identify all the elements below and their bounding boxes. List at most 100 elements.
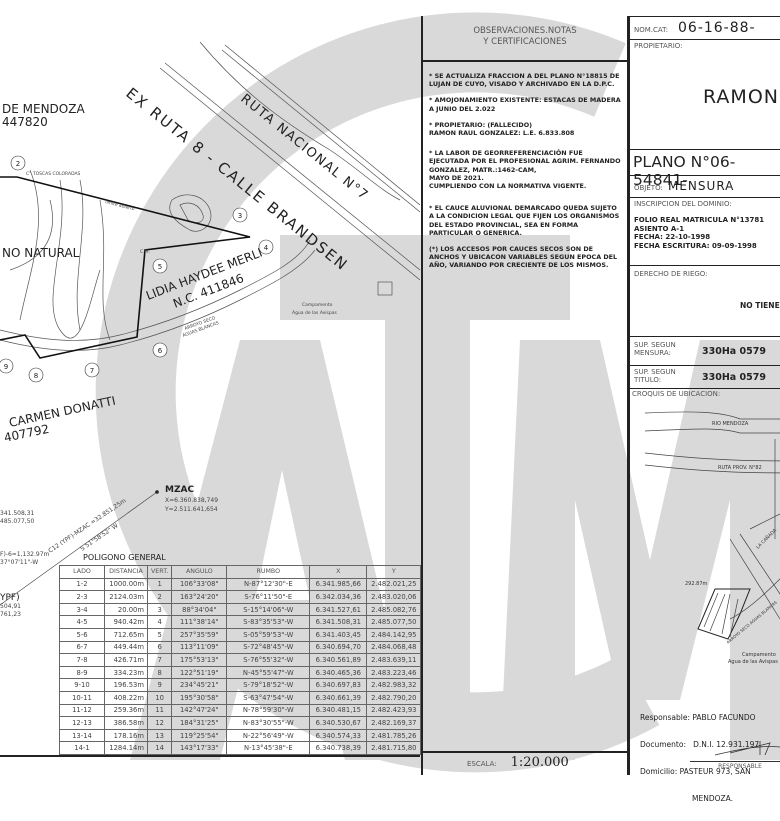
- table-cell-rumbo: N-83°30'55"-W: [226, 716, 311, 730]
- table-cell-angulo: 142°47'24": [171, 703, 228, 718]
- table-cell-rumbo: S-15°14'06"-W: [226, 602, 311, 617]
- table-cell-distancia: 196.53m: [104, 678, 148, 692]
- coord-y-4: 485.077,50: [0, 518, 35, 525]
- sup-mensura-value: 330Ha 0579: [702, 346, 766, 357]
- table-cell-distancia: 178.16m: [104, 728, 148, 743]
- table-cell-rumbo: S-76°11'50"-E: [226, 590, 311, 604]
- table-cell-vert: 11: [146, 703, 173, 718]
- sup-mensura-row: SUP. SEGUN MENSURA: 330Ha 0579: [630, 337, 780, 366]
- croquis-section: CROQUIS DE UBICACION: RIO MENDOZA RUTA P…: [630, 389, 780, 803]
- toscas-label: C° TOSCAS COLORADAS: [26, 171, 81, 177]
- road-label-ex-ruta: EX RUTA 8 - CALLE BRANDSEN: [122, 84, 351, 275]
- table-cell-vert: 14: [146, 741, 173, 755]
- observaciones-title: OBSERVACIONES.NOTAS: [473, 26, 577, 36]
- table-cell-rumbo: S-76°55'32"-W: [226, 653, 311, 667]
- table-cell-lado: 13-14: [59, 728, 105, 743]
- neighbor-north-label: DE MENDOZA: [2, 102, 85, 116]
- ypf-label: YPF): [0, 593, 20, 603]
- coord-x-4: 341.508,31: [0, 510, 35, 517]
- table-cell-x: 6.342.034,36: [309, 590, 368, 604]
- objeto-row: OBJETO: MENSURA: [630, 176, 780, 198]
- table-cell-x: 6.340.530,67: [309, 716, 368, 730]
- sup-titulo-row: SUP. SEGUN TITULO: 330Ha 0579: [630, 366, 780, 389]
- table-cell-distancia: 259.36m: [104, 703, 148, 718]
- col-angulo: ANGULO: [171, 565, 228, 579]
- observaciones-header: OBSERVACIONES.NOTAS Y CERTIFICACIONES: [423, 16, 627, 62]
- table-cell-distancia: 940.42m: [104, 615, 148, 629]
- cm-label: C.M.: [140, 249, 150, 255]
- nomcat-row: NOM.CAT: 06-16-88-: [630, 16, 780, 40]
- nomcat-label: NOM.CAT:: [634, 26, 669, 34]
- vertex-3: 3: [238, 212, 242, 220]
- observaciones-panel: OBSERVACIONES.NOTAS Y CERTIFICACIONES * …: [421, 16, 629, 775]
- table-cell-lado: 10-11: [59, 690, 105, 705]
- inscripcion-line: ASIENTO A-1: [634, 224, 685, 233]
- table-cell-x: 6.340.561,89: [309, 653, 368, 667]
- table-cell-vert: 1: [146, 577, 173, 592]
- table-cell-y: 2.482.169,37: [366, 716, 422, 730]
- table-cell-y: 2.482.021,25: [366, 577, 422, 592]
- table-cell-angulo: 143°17'33": [171, 741, 228, 755]
- ypf-x: 504,91: [0, 603, 21, 610]
- croquis-distance: 292.87m: [685, 581, 707, 587]
- vertex-8: 8: [34, 372, 38, 380]
- observaciones-notes: * SE ACTUALIZA FRACCION A DEL PLANO N°18…: [423, 62, 627, 270]
- col-x: X: [309, 565, 368, 579]
- vertex-9: 9: [4, 363, 8, 371]
- table-cell-x: 6.341.508,31: [309, 615, 368, 629]
- table-cell-x: 6.340.738,39: [309, 741, 368, 755]
- propietario-value: RAMON: [703, 86, 779, 108]
- table-cell-vert: 5: [146, 627, 173, 642]
- responsable-domicilio: Domicilio: PASTEUR 973, SAN: [640, 767, 751, 776]
- table-cell-lado: 5-6: [59, 627, 105, 642]
- table-cell-vert: 12: [146, 716, 173, 730]
- table-cell-x: 6.340.661,39: [309, 690, 368, 705]
- table-cell-lado: 11-12: [59, 703, 105, 718]
- responsable-domicilio-2: MENDOZA.: [692, 794, 734, 803]
- mzac-x: X=6.360.838,749: [165, 497, 218, 504]
- campamento-label: Campamento: [302, 302, 333, 308]
- table-cell-y: 2.484.142,95: [366, 627, 422, 642]
- table-cell-y: 2.482.983,32: [366, 678, 422, 692]
- vertex-5: 5: [158, 263, 162, 271]
- table-cell-vert: 9: [146, 678, 173, 692]
- col-distancia: DISTANCIA: [104, 565, 148, 579]
- table-cell-y: 2.481.785,26: [366, 728, 422, 743]
- table-cell-lado: 4-5: [59, 615, 105, 629]
- survey-map: EX RUTA 8 - CALLE BRANDSEN RUTA NACIONAL…: [0, 41, 420, 757]
- note: (*) LOS ACCESOS POR CAUCES SECOS SON DE …: [429, 245, 618, 270]
- riego-label: DERECHO DE RIEGO:: [634, 270, 708, 278]
- inscripcion-line: FECHA ESCRITURA: 09-09-1998: [634, 241, 757, 250]
- table-cell-rumbo: N-78°59'30"-W: [226, 703, 311, 718]
- table-cell-y: 2.485.077,50: [366, 615, 422, 629]
- table-cell-angulo: 184°31'25": [171, 716, 228, 730]
- table-cell-rumbo: S-79°18'52"-W: [226, 678, 311, 692]
- table-cell-rumbo: N-45°55'47"-W: [226, 665, 311, 680]
- table-cell-distancia: 1284.14m: [104, 741, 148, 755]
- table-cell-distancia: 2124.03m: [104, 590, 148, 604]
- table-cell-y: 2.484.068,48: [366, 640, 422, 655]
- plano-number: PLANO N°06-54841-: [633, 153, 736, 189]
- tie-line-1-bearing: 37°07'11"-W: [0, 559, 38, 566]
- table-cell-rumbo: N-22°56'49"-W: [226, 728, 311, 743]
- table-cell-lado: 8-9: [59, 665, 105, 680]
- table-cell-angulo: 195°30'58": [171, 690, 228, 705]
- table-cell-angulo: 119°25'54": [171, 728, 228, 743]
- sup-mensura-label: SUP. SEGUN MENSURA:: [634, 341, 676, 357]
- croquis-campamento-2: Agua de las Avispas: [728, 659, 778, 665]
- table-cell-vert: 4: [146, 615, 173, 629]
- sup-titulo-label: SUP. SEGUN TITULO:: [634, 368, 676, 384]
- objeto-value: MENSURA: [668, 179, 735, 193]
- vertex-4: 4: [264, 244, 269, 252]
- mzac-label: MZAC: [165, 485, 194, 495]
- neighbor-carmen-label: CARMEN DONATTI: [8, 394, 117, 430]
- table-cell-distancia: 386.58m: [104, 716, 148, 730]
- table-cell-angulo: 163°24'20": [171, 590, 228, 604]
